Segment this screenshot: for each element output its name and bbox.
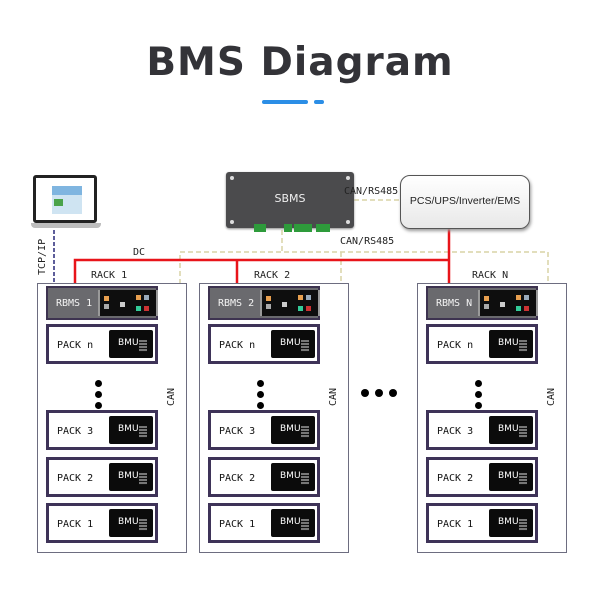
battery-rack: RBMS N PACK n BMU PACK 3 BMU PACK 2 BMU PACK 1 B… (417, 283, 567, 553)
can-label: CAN (546, 387, 557, 406)
pack-label: PACK 1 (437, 519, 474, 530)
rbms-unit: RBMS N (426, 286, 538, 320)
bmu-label: BMU (118, 517, 139, 527)
sbms-pcs-can-rs485-label: CAN/RS485 (344, 186, 399, 197)
rbms-device-icon (478, 290, 538, 316)
pack-label: PACK n (437, 340, 474, 351)
bmu-module-icon: BMU (489, 416, 533, 444)
bmu-module-icon: BMU (109, 330, 153, 358)
rbms-device-icon (98, 290, 158, 316)
bmu-label: BMU (118, 471, 139, 481)
bmu-label: BMU (498, 338, 519, 348)
battery-pack: PACK n BMU (208, 324, 320, 364)
rbms-label: RBMS N (436, 298, 473, 309)
bmu-label: BMU (280, 471, 301, 481)
more-packs-ellipsis (475, 380, 483, 413)
bmu-module-icon: BMU (271, 509, 315, 537)
bmu-module-icon: BMU (109, 509, 153, 537)
pack-label: PACK 2 (57, 473, 94, 484)
battery-pack: PACK 1 BMU (46, 503, 158, 543)
sbms-device: SBMS (226, 172, 354, 232)
bmu-module-icon: BMU (271, 463, 315, 491)
laptop-icon (33, 175, 97, 223)
more-packs-ellipsis (257, 380, 265, 413)
bmu-label: BMU (118, 338, 139, 348)
more-racks-ellipsis (361, 384, 403, 402)
sbms-label: SBMS (274, 192, 306, 205)
rack-label: RACK N (472, 270, 509, 281)
title-accent-dot (314, 100, 324, 104)
battery-pack: PACK 3 BMU (46, 410, 158, 450)
more-packs-ellipsis (95, 380, 103, 413)
rbms-label: RBMS 2 (218, 298, 255, 309)
battery-pack: PACK n BMU (426, 324, 538, 364)
bmu-label: BMU (498, 424, 519, 434)
pack-label: PACK n (219, 340, 256, 351)
dc-bus-line (73, 258, 449, 287)
battery-pack: PACK n BMU (46, 324, 158, 364)
pcs-label: PCS/UPS/Inverter/EMS (409, 195, 521, 207)
bmu-module-icon: BMU (489, 330, 533, 358)
battery-pack: PACK 3 BMU (208, 410, 320, 450)
battery-pack: PACK 2 BMU (426, 457, 538, 497)
title-accent-bar (262, 100, 308, 104)
bmu-module-icon: BMU (109, 463, 153, 491)
dc-label: DC (133, 247, 146, 258)
pack-label: PACK 2 (219, 473, 256, 484)
bmu-label: BMU (280, 338, 301, 348)
page-title: BMS Diagram (146, 40, 454, 85)
bmu-module-icon: BMU (489, 463, 533, 491)
pack-label: PACK n (57, 340, 94, 351)
rack-label: RACK 1 (91, 270, 128, 281)
battery-rack: RBMS 1 PACK n BMU PACK 3 BMU PACK 2 BMU PACK 1 B… (37, 283, 187, 553)
battery-pack: PACK 3 BMU (426, 410, 538, 450)
can-label: CAN (328, 387, 339, 406)
pack-label: PACK 1 (57, 519, 94, 530)
pcs-ups-inverter-ems-box: PCS/UPS/Inverter/EMS (400, 175, 530, 229)
rbms-unit: RBMS 2 (208, 286, 320, 320)
rbms-unit: RBMS 1 (46, 286, 158, 320)
rack-label: RACK 2 (254, 270, 291, 281)
battery-pack: PACK 1 BMU (208, 503, 320, 543)
bmu-label: BMU (118, 424, 139, 434)
battery-rack: RBMS 2 PACK n BMU PACK 3 BMU PACK 2 BMU PACK 1 B… (199, 283, 349, 553)
tcp-ip-label: TCP/IP (37, 238, 48, 275)
pack-label: PACK 2 (437, 473, 474, 484)
bmu-label: BMU (280, 517, 301, 527)
pack-label: PACK 3 (437, 426, 474, 437)
pack-label: PACK 3 (219, 426, 256, 437)
pack-label: PACK 1 (219, 519, 256, 530)
rbms-label: RBMS 1 (56, 298, 93, 309)
bmu-module-icon: BMU (109, 416, 153, 444)
can-label: CAN (166, 387, 177, 406)
bus-can-rs485-label: CAN/RS485 (340, 236, 395, 247)
battery-pack: PACK 1 BMU (426, 503, 538, 543)
bmu-label: BMU (280, 424, 301, 434)
bmu-label: BMU (498, 517, 519, 527)
pack-label: PACK 3 (57, 426, 94, 437)
bmu-label: BMU (498, 471, 519, 481)
battery-pack: PACK 2 BMU (46, 457, 158, 497)
battery-pack: PACK 2 BMU (208, 457, 320, 497)
monitoring-laptop (31, 175, 101, 230)
bmu-module-icon: BMU (271, 416, 315, 444)
rbms-device-icon (260, 290, 320, 316)
bmu-module-icon: BMU (489, 509, 533, 537)
bmu-module-icon: BMU (271, 330, 315, 358)
